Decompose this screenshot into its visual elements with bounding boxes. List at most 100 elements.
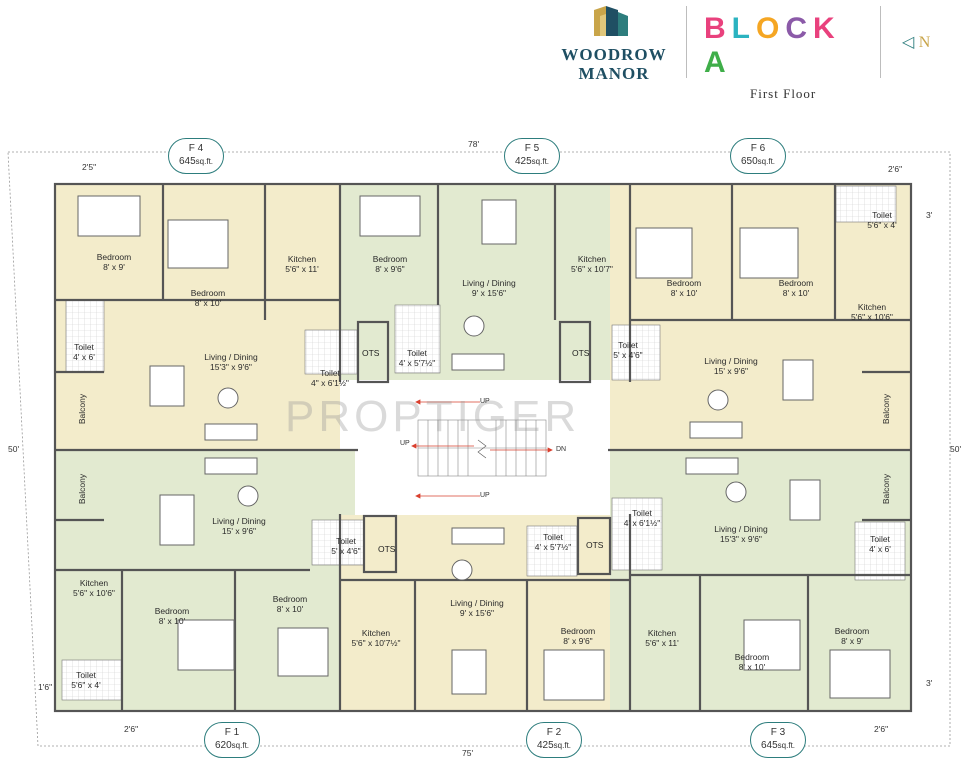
flat-id: F 1 xyxy=(224,727,240,738)
floor-label: First Floor xyxy=(750,86,817,101)
flat-id: F 2 xyxy=(546,727,562,738)
ots-label: OTS xyxy=(586,540,604,550)
flat-unit: sq.ft. xyxy=(531,157,550,166)
block-letter: A xyxy=(704,46,732,79)
flat-tag-f4: F 4 645sq.ft. xyxy=(168,138,224,174)
stair-up-label: UP xyxy=(480,492,490,499)
dimension-left: 50' xyxy=(8,444,20,454)
dimension-bottom: 75' xyxy=(462,748,474,758)
flat-unit: sq.ft. xyxy=(553,741,572,750)
flat-area: 425 xyxy=(514,156,532,167)
block-letter: L xyxy=(731,12,756,45)
dimension-right: 50' xyxy=(950,444,962,454)
dimension-right-upper: 3' xyxy=(926,210,933,220)
block-title: BLOCK A xyxy=(704,12,874,80)
flat-unit: sq.ft. xyxy=(231,741,250,750)
furniture xyxy=(77,195,891,701)
flat-unit: sq.ft. xyxy=(757,157,776,166)
flat-id: F 5 xyxy=(524,143,540,154)
building-logo-icon xyxy=(594,6,628,36)
dimension-top-right: 2'6" xyxy=(888,164,903,174)
block-letter: C xyxy=(785,12,814,45)
toilet-tiles xyxy=(61,185,906,701)
block-letter: B xyxy=(704,12,732,45)
flat-tag-f5: F 5 425sq.ft. xyxy=(504,138,560,174)
dimension-top-left: 2'5" xyxy=(82,162,97,172)
flat-tag-f2: F 2 425sq.ft. xyxy=(526,722,582,758)
brand-name-line2: MANOR xyxy=(578,64,650,83)
room-label: Balcony xyxy=(881,473,891,505)
flat-area: 645 xyxy=(760,740,778,751)
dimension-bottom-right: 2'6" xyxy=(874,724,889,734)
room-label: Balcony xyxy=(77,473,87,505)
dimension-bottom-left: 2'6" xyxy=(124,724,139,734)
stair-treads xyxy=(417,419,547,477)
walls xyxy=(53,182,913,713)
header-divider-2 xyxy=(880,6,881,78)
dimension-right-lower: 3' xyxy=(926,678,933,688)
north-label: N xyxy=(918,34,931,51)
room-label: Balcony xyxy=(77,393,87,425)
north-arrow-icon: ◁ xyxy=(902,34,915,51)
site-boundary xyxy=(7,151,951,747)
flat-tag-f1: F 1 620sq.ft. xyxy=(204,722,260,758)
dimension-top: 78' xyxy=(468,139,480,149)
stair-up-label: UP xyxy=(480,398,490,405)
block-letter: O xyxy=(756,12,786,45)
flat-unit: sq.ft. xyxy=(195,157,214,166)
flat-tag-f3: F 3 645sq.ft. xyxy=(750,722,806,758)
flat-tag-f6: F 6 650sq.ft. xyxy=(730,138,786,174)
stair-up-label: UP xyxy=(400,440,410,447)
block-letter: K xyxy=(813,12,841,45)
ots-label: OTS xyxy=(362,348,380,358)
brand-logo: WOODROW MANOR xyxy=(558,4,670,83)
flat-unit: sq.ft. xyxy=(777,741,796,750)
brand-name-line1: WOODROW xyxy=(561,45,667,64)
block-heading: BLOCK A First Floor xyxy=(704,12,874,101)
ots-label: OTS xyxy=(378,544,396,554)
dimension-left-lower: 1'6" xyxy=(38,682,53,692)
flat-area: 425 xyxy=(536,740,554,751)
flat-area: 645 xyxy=(178,156,196,167)
flat-id: F 6 xyxy=(750,143,766,154)
stair-dn-label: DN xyxy=(556,446,567,453)
flat-id: F 3 xyxy=(770,727,786,738)
flat-id: F 4 xyxy=(188,143,204,154)
flat-area: 620 xyxy=(214,740,232,751)
flat-area: 650 xyxy=(740,156,758,167)
north-indicator: ◁ N xyxy=(902,32,930,52)
stair-arrows xyxy=(411,399,553,499)
room-label: Balcony xyxy=(881,393,891,425)
